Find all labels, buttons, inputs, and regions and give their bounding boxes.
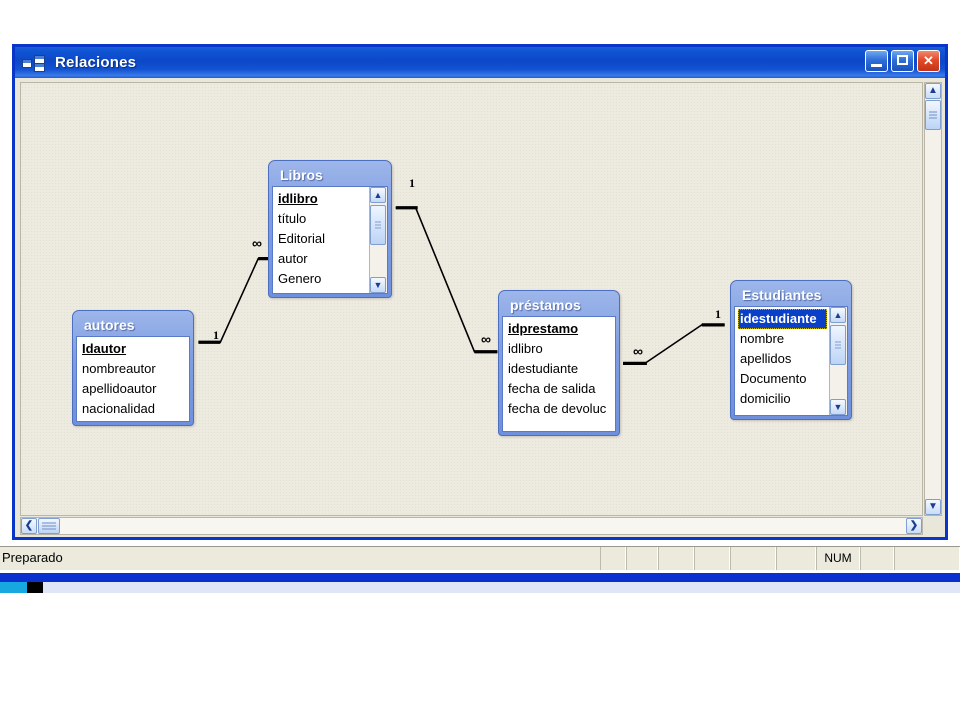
window-title: Relaciones bbox=[55, 54, 137, 71]
table-title-autores: autores bbox=[84, 317, 135, 333]
scroll-up-icon[interactable]: ▲ bbox=[370, 187, 386, 203]
field-prestamos-1[interactable]: idlibro bbox=[508, 341, 543, 356]
scroll-left-icon[interactable]: ❮ bbox=[21, 518, 37, 534]
field-autores-2[interactable]: apellidoautor bbox=[82, 381, 157, 396]
scroll-up-icon[interactable]: ▲ bbox=[830, 307, 846, 323]
relationships-canvas[interactable]: 1 ∞ 1 ∞ ∞ 1 autores Idautor nombreautor bbox=[20, 82, 923, 516]
status-panel-1 bbox=[626, 547, 658, 570]
field-estudiantes-1[interactable]: nombre bbox=[740, 331, 785, 346]
field-area-estudiantes: idestudiante nombre apellidos Documento … bbox=[734, 306, 848, 416]
table-title-prestamos: préstamos bbox=[510, 297, 581, 313]
field-prestamos-4[interactable]: fecha de devoluc bbox=[508, 401, 607, 416]
field-prestamos-2[interactable]: idestudiante bbox=[508, 361, 579, 376]
window-title-bar[interactable]: Relaciones ✕ bbox=[15, 47, 945, 78]
status-panel-4 bbox=[730, 547, 776, 570]
cardinality-prestamos-many2: ∞ bbox=[633, 343, 643, 359]
window-client-area: 1 ∞ 1 ∞ ∞ 1 autores Idautor nombreautor bbox=[15, 78, 945, 537]
table-libros[interactable]: Libros idlibro título Editorial autor Ge… bbox=[268, 160, 392, 298]
scroll-down-icon[interactable]: ▼ bbox=[830, 399, 846, 415]
field-list-autores: Idautor nombreautor apellidoautor nacion… bbox=[77, 337, 189, 421]
status-panel-8 bbox=[894, 547, 960, 570]
table-scrollbar-libros[interactable]: ▲ ▼ bbox=[369, 187, 387, 293]
table-title-estudiantes: Estudiantes bbox=[742, 287, 822, 303]
taskbar-black-block bbox=[27, 582, 43, 593]
close-button[interactable]: ✕ bbox=[917, 50, 940, 72]
canvas-vertical-scrollbar[interactable]: ▲ ▼ bbox=[924, 82, 942, 516]
connector-autores-libros bbox=[198, 257, 277, 344]
maximize-button[interactable] bbox=[891, 50, 914, 72]
scroll-thumb[interactable] bbox=[830, 325, 846, 365]
scroll-right-icon[interactable]: ❯ bbox=[906, 518, 922, 534]
table-title-libros: Libros bbox=[280, 167, 323, 183]
field-estudiantes-4[interactable]: domicilio bbox=[740, 391, 791, 406]
field-autores-1[interactable]: nombreautor bbox=[82, 361, 156, 376]
field-prestamos-3[interactable]: fecha de salida bbox=[508, 381, 596, 396]
field-area-prestamos: idprestamo idlibro idestudiante fecha de… bbox=[502, 316, 616, 432]
field-autores-3[interactable]: nacionalidad bbox=[82, 401, 156, 416]
field-autores-0[interactable]: Idautor bbox=[82, 341, 127, 356]
field-area-libros: idlibro título Editorial autor Genero ▲ … bbox=[272, 186, 388, 294]
field-libros-3[interactable]: autor bbox=[278, 251, 308, 266]
field-estudiantes-2[interactable]: apellidos bbox=[740, 351, 792, 366]
scroll-up-icon[interactable]: ▲ bbox=[925, 83, 941, 99]
taskbar-cyan-block bbox=[0, 582, 27, 593]
relations-window: Relaciones ✕ bbox=[12, 44, 948, 540]
status-message: Preparado bbox=[2, 550, 63, 565]
field-list-estudiantes: idestudiante nombre apellidos Documento … bbox=[735, 307, 829, 415]
table-prestamos[interactable]: préstamos idprestamo idlibro idestudiant… bbox=[498, 290, 620, 436]
horizontal-scroll-thumb[interactable] bbox=[38, 518, 60, 534]
status-bar: Preparado NUM bbox=[0, 546, 960, 570]
cardinality-libros-one: 1 bbox=[409, 176, 415, 190]
field-area-autores: Idautor nombreautor apellidoautor nacion… bbox=[76, 336, 190, 422]
field-estudiantes-3[interactable]: Documento bbox=[740, 371, 807, 386]
status-panel-0 bbox=[600, 547, 626, 570]
status-panel-5 bbox=[776, 547, 816, 570]
field-libros-0[interactable]: idlibro bbox=[278, 191, 318, 206]
window-controls: ✕ bbox=[865, 50, 940, 72]
connector-prestamos-estudiantes bbox=[622, 323, 725, 365]
vertical-scroll-thumb[interactable] bbox=[925, 100, 941, 130]
relationships-icon bbox=[21, 53, 51, 73]
table-estudiantes[interactable]: Estudiantes idestudiante nombre apellido… bbox=[730, 280, 852, 420]
field-estudiantes-0[interactable]: idestudiante bbox=[738, 309, 827, 329]
scroll-thumb[interactable] bbox=[370, 205, 386, 245]
status-panel-7 bbox=[860, 547, 894, 570]
field-libros-2[interactable]: Editorial bbox=[278, 231, 325, 246]
diagram-layer: 1 ∞ 1 ∞ ∞ 1 autores Idautor nombreautor bbox=[21, 83, 922, 515]
relationship-connectors bbox=[198, 206, 725, 365]
connector-libros-prestamos bbox=[395, 206, 498, 354]
table-scrollbar-estudiantes[interactable]: ▲ ▼ bbox=[829, 307, 847, 415]
minimize-button[interactable] bbox=[865, 50, 888, 72]
field-libros-4[interactable]: Genero bbox=[278, 271, 322, 286]
canvas-horizontal-scrollbar[interactable]: ❮ ❯ bbox=[20, 517, 923, 535]
field-list-prestamos: idprestamo idlibro idestudiante fecha de… bbox=[503, 317, 615, 431]
field-list-libros: idlibro título Editorial autor Genero bbox=[273, 187, 369, 293]
taskbar-strip bbox=[0, 582, 960, 593]
app-bottom-band bbox=[0, 573, 960, 582]
scroll-down-icon[interactable]: ▼ bbox=[370, 277, 386, 293]
cardinality-autores-one: 1 bbox=[213, 328, 219, 342]
field-prestamos-0[interactable]: idprestamo bbox=[508, 321, 579, 336]
cardinality-libros-many: ∞ bbox=[252, 235, 262, 251]
cardinality-prestamos-many: ∞ bbox=[481, 331, 491, 347]
table-autores[interactable]: autores Idautor nombreautor apellidoauto… bbox=[72, 310, 194, 426]
status-panel-3 bbox=[694, 547, 730, 570]
field-libros-1[interactable]: título bbox=[278, 211, 307, 226]
cardinality-estudiantes-one: 1 bbox=[715, 307, 721, 321]
status-panel-num: NUM bbox=[816, 547, 860, 570]
scroll-down-icon[interactable]: ▼ bbox=[925, 499, 941, 515]
status-panel-2 bbox=[658, 547, 694, 570]
